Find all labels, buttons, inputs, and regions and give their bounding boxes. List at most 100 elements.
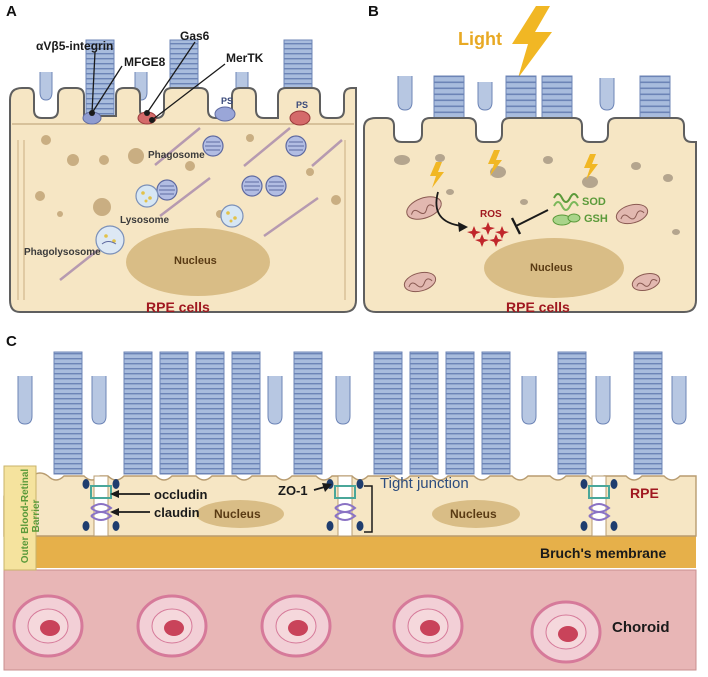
panel-c xyxy=(3,351,697,671)
rod-tip xyxy=(39,72,53,101)
granule xyxy=(246,134,254,142)
lysosome-label: Lysosome xyxy=(120,215,170,226)
panel-c-letter: C xyxy=(6,333,17,350)
panel-a xyxy=(9,39,357,313)
occludin-protein xyxy=(90,485,610,499)
choroid-label: Choroid xyxy=(612,619,670,636)
arrowhead xyxy=(322,483,332,492)
leader-line xyxy=(91,65,123,114)
granule xyxy=(446,189,454,195)
small-lightning-icon xyxy=(430,162,444,188)
ros-cluster xyxy=(467,222,509,247)
choroid-vessel xyxy=(260,594,332,658)
leader-line xyxy=(146,41,196,114)
barrier-band xyxy=(3,465,37,571)
granule xyxy=(306,168,314,176)
phagosome xyxy=(241,175,263,197)
claudin-label: claudin xyxy=(154,505,200,520)
phagolysosome-label: Phagolysosome xyxy=(24,247,101,258)
rpe-label: RPE xyxy=(630,485,659,501)
photoreceptor-segment xyxy=(85,39,115,119)
ros-arrow xyxy=(435,191,463,227)
granule xyxy=(35,191,45,201)
choroid-vessel xyxy=(530,600,602,664)
granule xyxy=(582,176,598,188)
lysosome xyxy=(220,204,244,228)
phagosome xyxy=(202,135,224,157)
arrowhead xyxy=(110,490,119,498)
gsh-molecule-icon xyxy=(552,213,581,226)
granule xyxy=(672,229,680,235)
choroid-vessel xyxy=(12,594,84,658)
granule xyxy=(520,199,528,205)
nucleus-c-right-label: Nucleus xyxy=(450,507,497,521)
arrowhead xyxy=(110,508,119,516)
nucleus-c-right xyxy=(432,500,520,528)
granule xyxy=(57,211,63,217)
panel-b xyxy=(363,6,697,313)
granule xyxy=(185,161,195,171)
granule xyxy=(631,162,641,170)
granule xyxy=(394,155,410,165)
panel-a-letter: A xyxy=(6,3,17,20)
panel-b-letter: B xyxy=(368,3,379,20)
zo1-protein xyxy=(82,479,618,531)
phagosome xyxy=(265,175,287,197)
leader-line xyxy=(151,63,226,121)
small-lightning-icon xyxy=(488,150,502,176)
gsh-label: GSH xyxy=(584,213,608,225)
bruch-membrane xyxy=(4,536,696,568)
phagosome xyxy=(285,135,307,157)
filament xyxy=(154,127,201,166)
barrier-label: Outer Blood-Retinal Barrier xyxy=(20,468,42,564)
tight-junction-label: Tight junction xyxy=(380,475,469,492)
mitochondrion xyxy=(615,203,649,225)
occludin-label: occludin xyxy=(154,487,208,502)
rod-tip xyxy=(599,78,615,111)
granule xyxy=(331,195,341,205)
granule xyxy=(663,174,673,182)
sod-enzyme-icon xyxy=(553,193,579,211)
mitochondrion xyxy=(403,271,437,293)
mitochondrion xyxy=(406,196,442,220)
granule xyxy=(435,154,445,162)
rpe-cells-a-label: RPE cells xyxy=(146,299,210,315)
mertk-label: MerTK xyxy=(226,51,264,65)
filament xyxy=(263,196,319,238)
granule xyxy=(67,154,79,166)
inhibition-bar xyxy=(510,217,522,235)
mitochondrion xyxy=(631,272,661,292)
choroid-vessel xyxy=(392,594,464,658)
tight-junction-bracket xyxy=(364,485,373,533)
rod-tip xyxy=(477,82,493,111)
nucleus-a-label: Nucleus xyxy=(174,255,217,267)
filament xyxy=(243,127,291,167)
ros-label: ROS xyxy=(480,209,502,220)
claudin-protein xyxy=(90,503,611,521)
rpe-cells-b-label: RPE cells xyxy=(506,299,570,315)
rod-tips-c xyxy=(17,376,687,425)
ps-label-2: PS xyxy=(296,100,309,110)
photoreceptor-row-c xyxy=(53,351,663,475)
arrowhead xyxy=(458,222,468,232)
filament xyxy=(59,249,99,281)
granule xyxy=(543,156,553,164)
filament xyxy=(159,177,211,217)
zo1-label: ZO-1 xyxy=(278,483,308,498)
granule xyxy=(128,148,144,164)
nucleus-b-label: Nucleus xyxy=(530,262,573,274)
ps-vesicle xyxy=(214,106,236,122)
bruch-label: Bruch's membrane xyxy=(540,545,667,561)
inhibition-line xyxy=(515,209,549,227)
nucleus-a xyxy=(126,228,270,296)
filament xyxy=(311,139,343,167)
granule xyxy=(41,135,51,145)
ps-vesicle xyxy=(289,110,311,126)
granule xyxy=(99,155,109,165)
small-lightning-icon xyxy=(584,154,598,180)
rod-tip xyxy=(397,76,413,111)
leader-line xyxy=(91,51,96,114)
nucleus-b xyxy=(484,238,624,298)
phagosome-label: Phagosome xyxy=(148,150,205,161)
